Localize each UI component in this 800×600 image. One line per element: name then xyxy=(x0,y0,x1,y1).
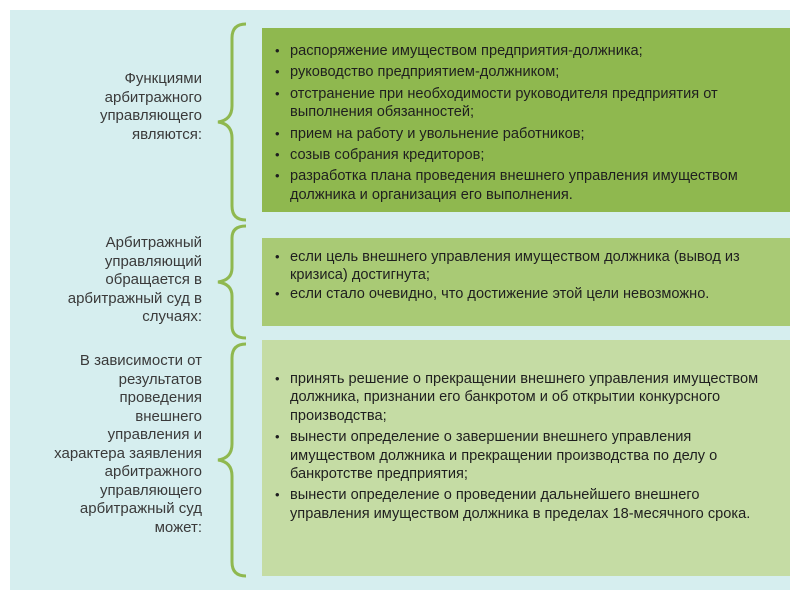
row-1-list: распоряжение имуществом предприятия-долж… xyxy=(272,42,778,204)
row-1-item: отстранение при необходимости руководите… xyxy=(272,85,778,122)
row-3-brace xyxy=(217,342,247,578)
row-1-item: прием на работу и увольнение работников; xyxy=(272,125,778,144)
row-1-label: Функциями арбитражного управляющего явля… xyxy=(99,70,202,143)
row-3-list: принять решение о прекращении внешнего у… xyxy=(272,370,778,523)
row-3-item: вынести определение о проведении дальней… xyxy=(272,486,778,523)
row-2-list: если цель внешнего управления имуществом… xyxy=(272,248,778,304)
row-1-item: руководство предприятием-должником; xyxy=(272,63,778,82)
row-2-label: Арбитражный управляющий обращается в арб… xyxy=(67,234,202,325)
row-1-box: распоряжение имуществом предприятия-долж… xyxy=(262,28,790,212)
row-2-box: если цель внешнего управления имуществом… xyxy=(262,238,790,326)
row-2-item: если цель внешнего управления имуществом… xyxy=(272,248,778,285)
row-3-item: принять решение о прекращении внешнего у… xyxy=(272,370,778,425)
row-3-item: вынести определение о завершении внешнег… xyxy=(272,428,778,483)
row-1-brace xyxy=(217,22,247,222)
row-3-box: принять решение о прекращении внешнего у… xyxy=(262,340,790,576)
slide: Функциями арбитражного управляющего явля… xyxy=(10,10,790,590)
row-1-item: распоряжение имуществом предприятия-долж… xyxy=(272,42,778,61)
row-3-label: В зависимости от результатов проведения … xyxy=(54,352,202,536)
row-2-brace xyxy=(217,224,247,340)
row-1-item: разработка плана проведения внешнего упр… xyxy=(272,167,778,204)
row-2-item: если стало очевидно, что достижение этой… xyxy=(272,285,778,304)
row-1-item: созыв собрания кредиторов; xyxy=(272,146,778,165)
